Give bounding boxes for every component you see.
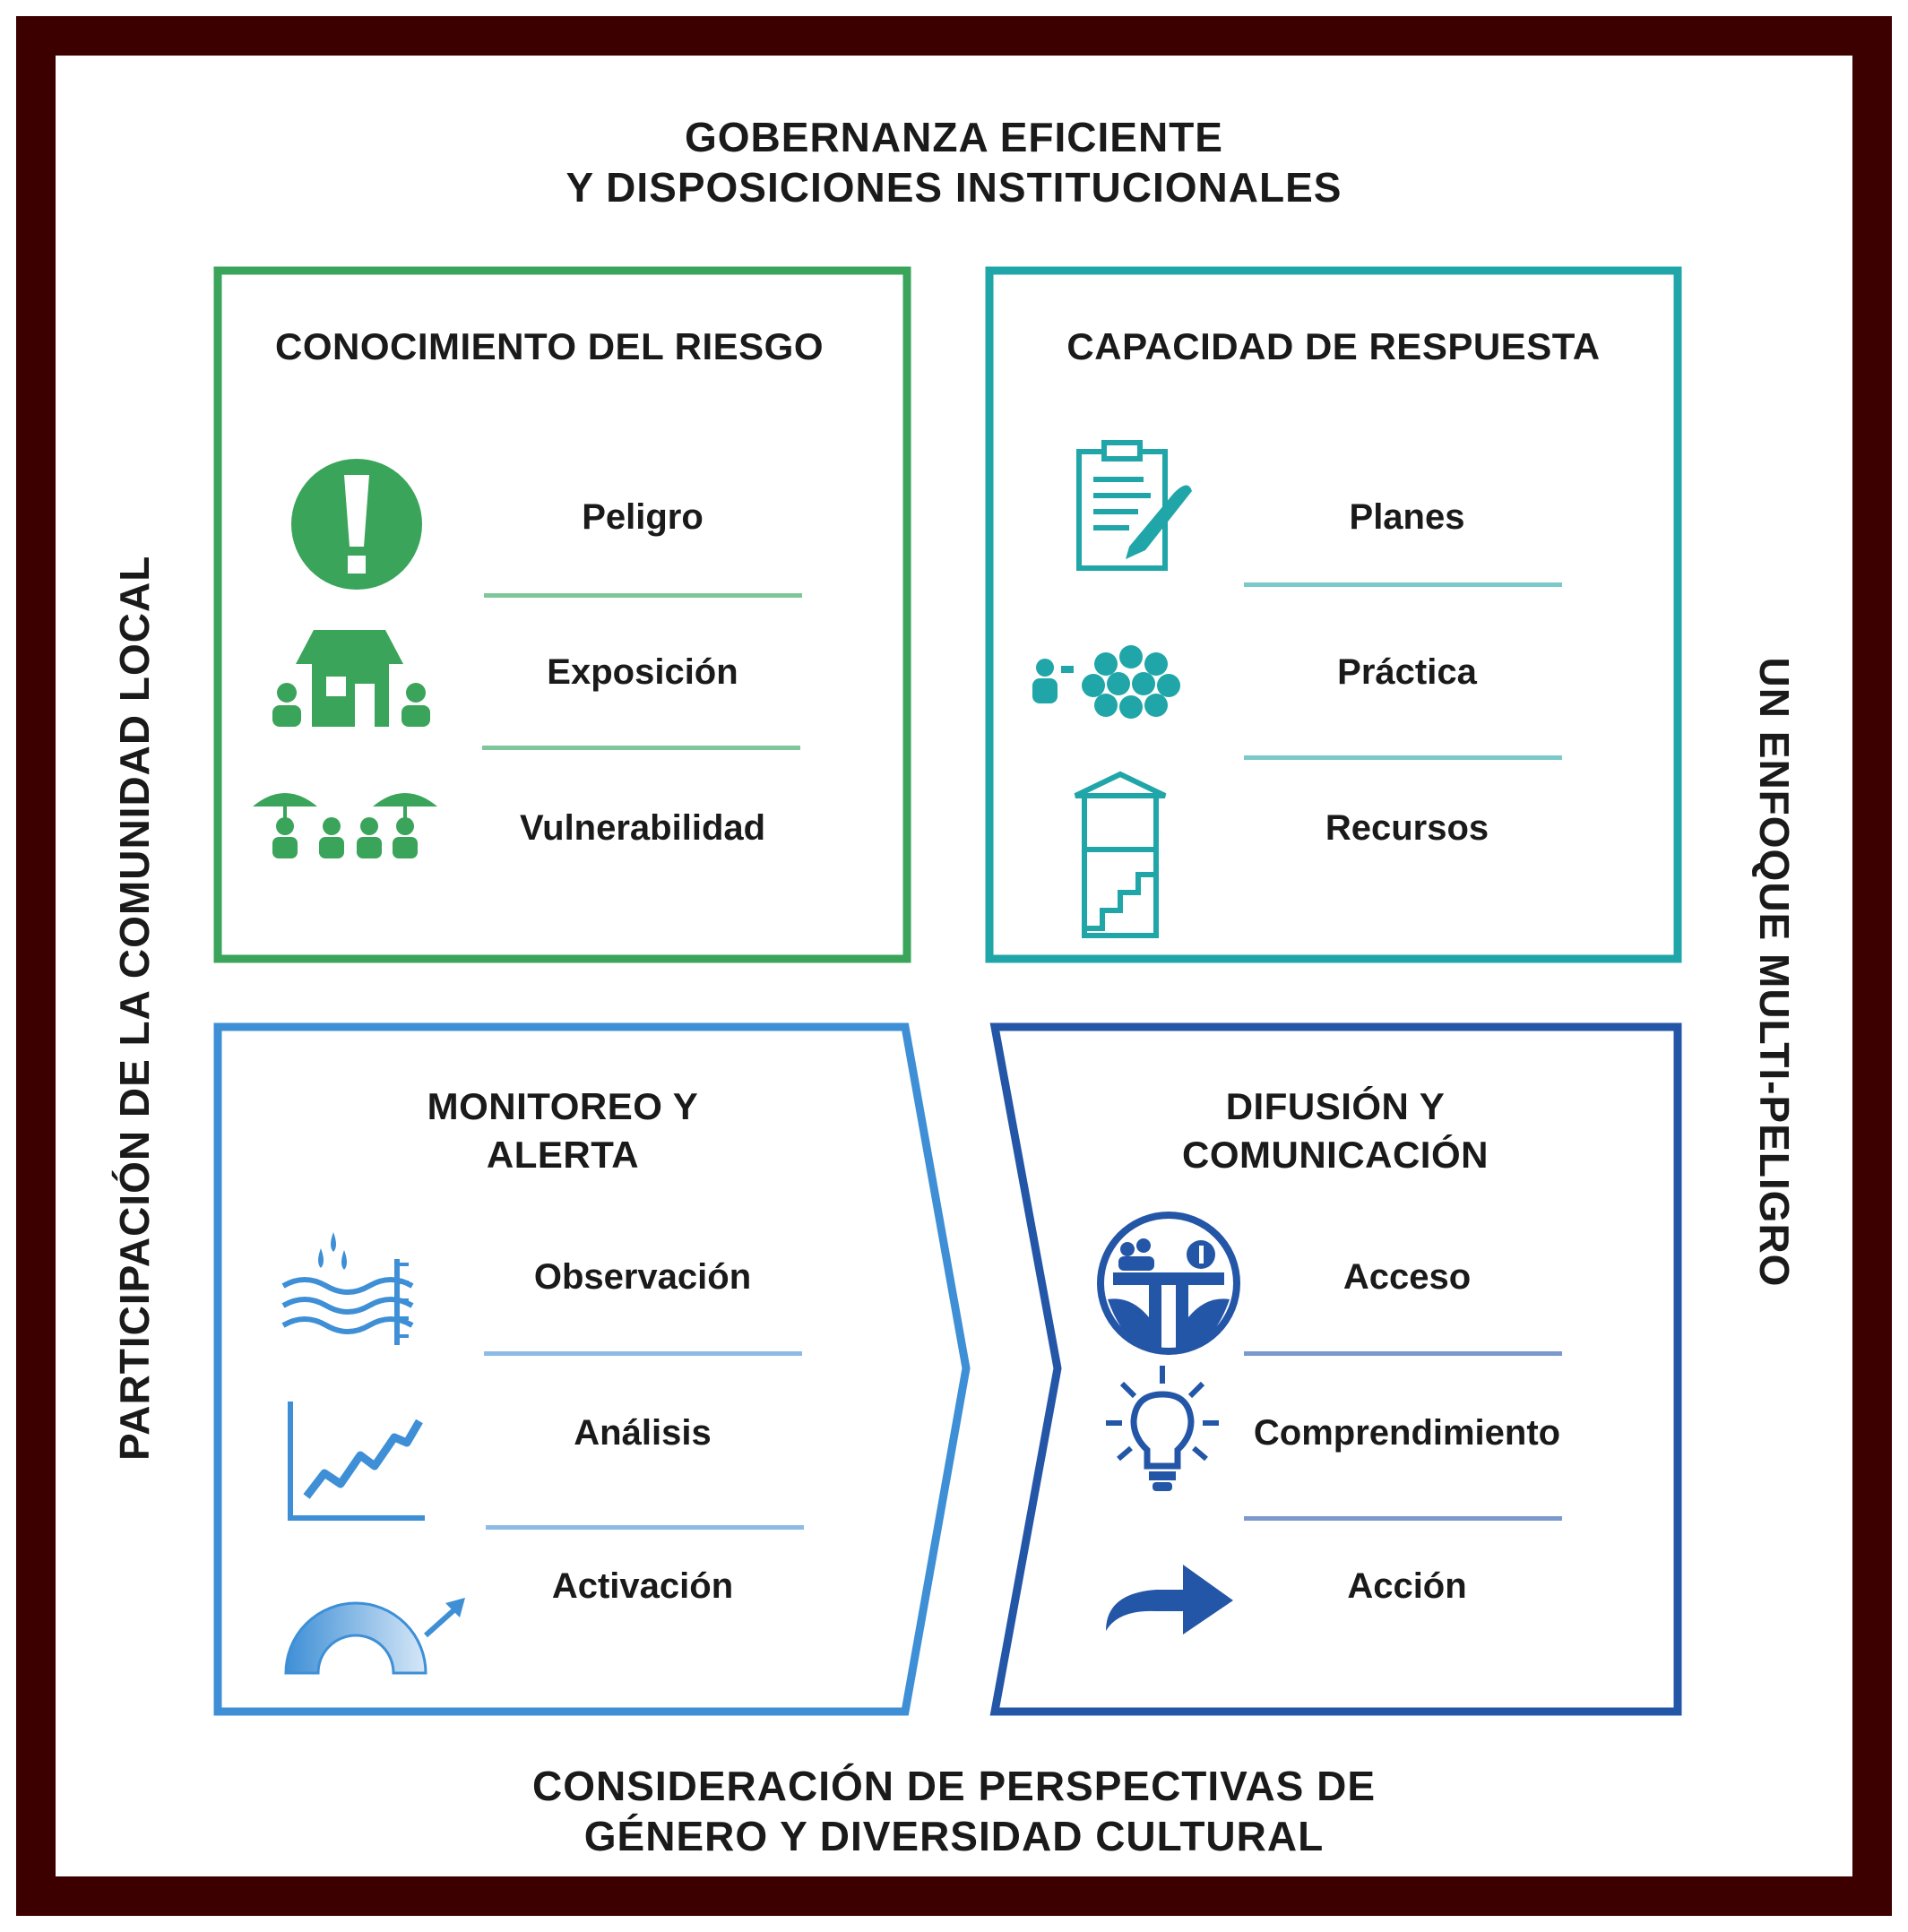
top-title-line1: GOBERNANZA EFICIENTE (685, 114, 1223, 160)
item-label: Vulnerabilidad (519, 808, 766, 848)
bottom-title: CONSIDERACIÓN DE PERSPECTIVAS DE GÉNERO … (0, 1761, 1908, 1861)
monitoring-alert-title-line1: MONITOREO Y (427, 1085, 699, 1127)
divider (1244, 582, 1562, 587)
dark-border-frame (16, 16, 1892, 1916)
house-people-icon (272, 630, 430, 727)
item-label: Acción (1347, 1566, 1467, 1606)
dissemination-border (989, 1022, 1682, 1716)
divider (1244, 755, 1562, 760)
top-title-line2: Y DISPOSICIONES INSTITUCIONALES (565, 164, 1343, 211)
risk-knowledge-border (213, 266, 911, 963)
dissemination-title-line2: COMUNICACIÓN (1182, 1134, 1489, 1176)
divider (482, 746, 800, 750)
info-access-icon (1097, 1212, 1240, 1355)
item-label: Observación (533, 1257, 752, 1297)
tower-stairs-icon (1074, 771, 1167, 938)
item-label: Análisis (574, 1413, 712, 1453)
line-graph-icon (288, 1402, 425, 1521)
hazard-exclamation-icon (291, 459, 422, 590)
divider (486, 1525, 804, 1530)
divider (1244, 1516, 1562, 1521)
top-title: GOBERNANZA EFICIENTE Y DISPOSICIONES INS… (0, 112, 1908, 212)
monitoring-alert-title: MONITOREO Y ALERTA (218, 1082, 908, 1179)
response-capacity-title: CAPACIDAD DE RESPUESTA (1066, 325, 1601, 367)
gauge-arrow-icon (284, 1598, 465, 1675)
group-training-icon (1032, 645, 1180, 719)
risk-knowledge-title: CONOCIMIENTO DEL RIESGO (274, 325, 824, 367)
bottom-title-line2: GÉNERO Y DIVERSIDAD CULTURAL (583, 1813, 1325, 1859)
water-level-icon (281, 1232, 414, 1345)
monitoring-alert-border (213, 1022, 971, 1716)
lightbulb-icon (1106, 1366, 1219, 1491)
arrow-right-icon (1106, 1565, 1233, 1634)
item-label: Acceso (1343, 1257, 1472, 1297)
clipboard-pen-icon (1076, 440, 1192, 571)
dissemination-title-line1: DIFUSIÓN Y (1225, 1085, 1446, 1127)
item-label: Recursos (1325, 808, 1489, 848)
response-capacity-border (985, 266, 1682, 963)
item-label: Planes (1349, 497, 1465, 537)
divider (1244, 1351, 1562, 1356)
bottom-title-line1: CONSIDERACIÓN DE PERSPECTIVAS DE (531, 1763, 1377, 1809)
monitoring-alert-title-line2: ALERTA (486, 1134, 640, 1176)
item-label: Peligro (582, 497, 704, 537)
people-umbrella-icon (253, 793, 437, 858)
dissemination-title: DIFUSIÓN Y COMUNICACIÓN (1004, 1082, 1667, 1179)
divider (484, 593, 802, 598)
divider (484, 1351, 802, 1356)
item-label: Exposición (547, 652, 738, 692)
item-label: Práctica (1337, 652, 1477, 692)
item-label: Activación (551, 1566, 734, 1606)
item-label: Comprendimiento (1253, 1413, 1561, 1453)
